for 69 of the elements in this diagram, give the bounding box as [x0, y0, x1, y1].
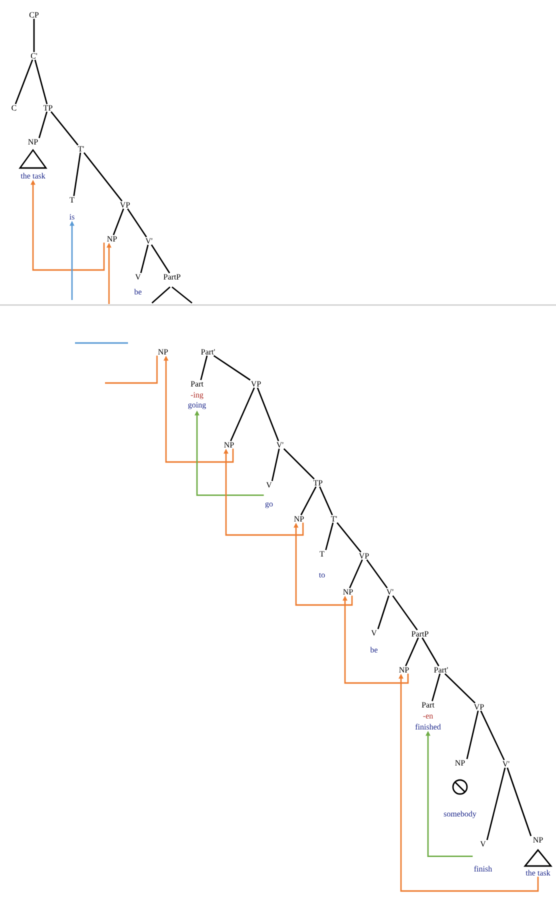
- tree-branch: [336, 522, 362, 552]
- tree-branch: [366, 559, 388, 588]
- tree-branch: [486, 768, 506, 840]
- tree-branch: [392, 595, 418, 630]
- tree-branch: [506, 768, 532, 836]
- category-label: V': [386, 589, 394, 595]
- category-label: C': [30, 53, 38, 59]
- category-label: V': [276, 442, 284, 448]
- tree-branch: [432, 674, 441, 702]
- tree-branch: [127, 208, 147, 238]
- category-label: NP: [158, 349, 168, 354]
- category-label: NP: [107, 236, 117, 242]
- tree-branch: [325, 522, 334, 550]
- tree-branch: [300, 486, 317, 516]
- tree-node-label: V go: [265, 482, 273, 508]
- category-label: T': [78, 146, 84, 152]
- tree-node-label: V be: [370, 630, 378, 653]
- category-label: VP: [474, 704, 484, 710]
- tree-branch: [200, 356, 208, 380]
- movement-line: [105, 356, 158, 384]
- tree-branch: [444, 673, 476, 704]
- tree-branch: [405, 637, 419, 666]
- category-label: PartP: [412, 631, 428, 637]
- tree-node-label: T is: [70, 197, 74, 220]
- tree-branch: [83, 152, 122, 202]
- category-label: PartP: [164, 274, 180, 280]
- tree-node-label: NP the task: [20, 139, 46, 179]
- category-label: CP: [29, 12, 39, 18]
- tree-branch: [140, 244, 149, 274]
- tree-branch: [213, 355, 251, 381]
- tree-branch: [283, 448, 315, 480]
- category-label: Part': [434, 667, 448, 673]
- category-label: VP: [120, 202, 130, 208]
- tree-node-label: T to: [318, 551, 325, 578]
- tree-branch: [150, 244, 170, 274]
- category-label: NP: [343, 589, 353, 594]
- tree-branch: [466, 710, 479, 760]
- category-label: Part': [201, 349, 215, 355]
- tree-node-label: V be: [134, 274, 142, 295]
- category-label: VP: [358, 553, 369, 559]
- category-label: NP: [399, 667, 409, 672]
- category-label: NP: [224, 442, 234, 448]
- tree-branch: [271, 448, 280, 482]
- category-label: V': [502, 761, 510, 767]
- tree-branch: [349, 559, 363, 588]
- category-label: VP: [250, 381, 261, 387]
- tree-branch: [73, 152, 82, 196]
- tree-branch: [33, 18, 35, 52]
- tree-branch: [422, 637, 440, 666]
- tree-branch: [230, 387, 255, 442]
- tree-branch: [377, 596, 390, 630]
- tree-node-label: V finish: [474, 841, 492, 872]
- tree-branch: [50, 111, 78, 146]
- tree-node-label: Part -en finished: [415, 702, 441, 730]
- category-label: T': [330, 516, 337, 522]
- tree-branch: [480, 710, 505, 760]
- tree-branch: [319, 486, 333, 516]
- tree-branch: [38, 111, 48, 138]
- category-label: NP: [294, 516, 304, 522]
- tree-branch: [34, 60, 48, 104]
- tree-node-label: NP the task: [526, 837, 550, 876]
- tree-branch: [14, 60, 34, 104]
- category-label: TP: [313, 480, 322, 486]
- tree-branch: [256, 388, 280, 442]
- category-label: V': [145, 238, 152, 244]
- tree-node-label: Part -ing going: [188, 381, 206, 410]
- tree-branch: [112, 208, 124, 236]
- category-label: TP: [43, 105, 52, 110]
- category-label: C: [12, 105, 16, 111]
